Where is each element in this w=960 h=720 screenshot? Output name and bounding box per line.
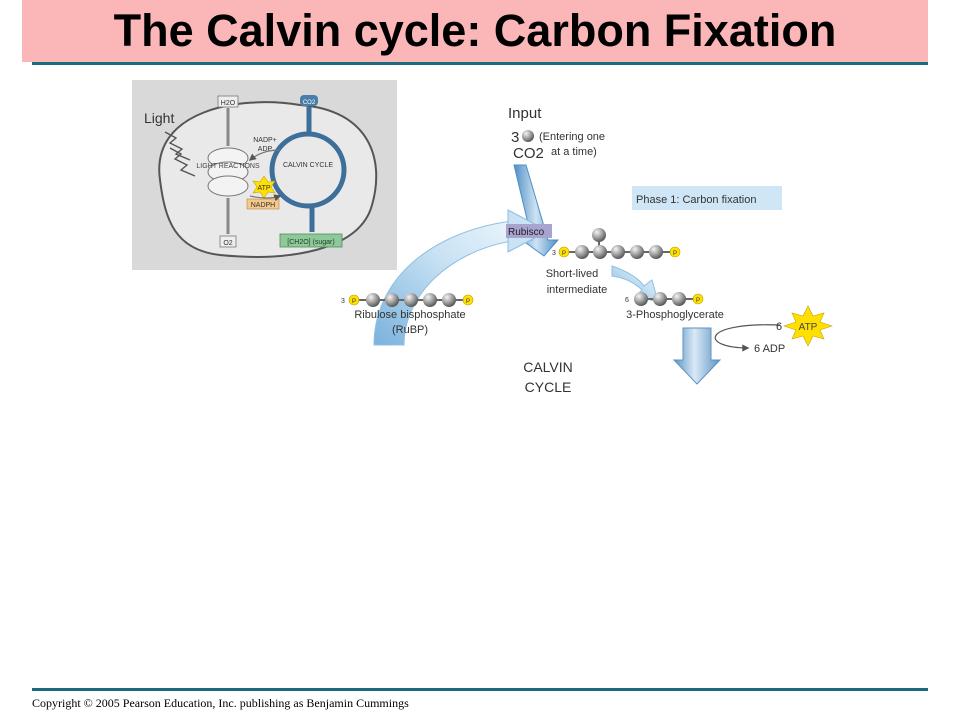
phosphate-label: P — [352, 299, 356, 305]
carbon-ball — [442, 293, 456, 307]
rubisco-label: Rubisco — [508, 227, 545, 238]
phosphate — [558, 246, 570, 258]
carbon-ball — [611, 245, 625, 259]
atp-label: ATP — [799, 322, 818, 333]
phosphate-label: P — [466, 299, 470, 305]
input-note-line1: (Entering one — [539, 131, 605, 143]
phosphate — [348, 294, 360, 306]
light-ray-1 — [164, 131, 191, 161]
inset-nadph: NADPH — [251, 202, 276, 209]
footer-rule — [32, 688, 928, 691]
intermediate-label-line1: Short-lived — [546, 268, 599, 280]
phase-label: Phase 1: Carbon fixation — [636, 194, 756, 206]
nadp-adp-arrow — [248, 149, 281, 161]
inset-h2o: H2O — [221, 100, 236, 107]
phosphate-label: P — [673, 251, 677, 257]
pga-label: 3-Phosphoglycerate — [626, 309, 724, 321]
thylakoid-disc — [207, 175, 249, 197]
inset-calvin-label: CALVIN CYCLE — [283, 162, 333, 169]
phase-label-box — [632, 186, 782, 210]
carbon-ball — [404, 293, 418, 307]
inset-light-label: Light — [144, 110, 174, 126]
co2-carbon-ball — [522, 130, 534, 142]
atp-adp-curve — [714, 324, 781, 352]
pga-count: 6 — [625, 297, 629, 304]
light-ray-2 — [169, 147, 196, 177]
slide-title: The Calvin cycle: Carbon Fixation — [22, 0, 928, 62]
carbon-ball — [634, 292, 648, 306]
inset-nadp: NADP+ — [253, 137, 277, 144]
carbon-ball — [366, 293, 380, 307]
input-note-line2: at a time) — [551, 146, 597, 158]
sugar-box — [279, 233, 343, 248]
h2o-box — [217, 95, 239, 108]
carbon-ball — [592, 228, 606, 242]
carbon-ball — [575, 245, 589, 259]
atp-count: 6 — [776, 321, 782, 333]
phosphate — [669, 246, 681, 258]
phosphate-label: P — [562, 251, 566, 257]
inset-sugar: [CH2O] (sugar) — [287, 239, 334, 246]
rubp-label-line2: (RuBP) — [392, 324, 428, 336]
inset-o2: O2 — [223, 240, 232, 247]
cycle-label-line1: CALVIN — [523, 359, 573, 375]
input-molecule: CO2 — [513, 145, 544, 162]
o2-box — [219, 235, 237, 248]
carbon-ball — [630, 245, 644, 259]
nadph-box — [246, 198, 280, 210]
carbon-ball — [423, 293, 437, 307]
atp-nadph-arrow — [249, 194, 282, 202]
rubp-label-line1: Ribulose bisphosphate — [354, 309, 465, 321]
phosphate — [692, 293, 704, 305]
copyright-notice: Copyright © 2005 Pearson Education, Inc.… — [32, 696, 409, 710]
chloroplast-inset: Light LIGHT REACTIONS H2O O2 CALVIN CYCL… — [132, 80, 397, 270]
down-arrow — [672, 327, 722, 385]
intermediate-molecule: 3 P P Short-lived intermediate — [546, 228, 681, 296]
light-reactions-label: LIGHT REACTIONS — [196, 163, 260, 170]
inset-adp: ADP — [258, 146, 273, 153]
atp-star — [783, 305, 833, 347]
inset-atp: ATP — [257, 185, 270, 192]
pga-molecule: 6 P 3-Phosphoglycerate — [625, 292, 724, 321]
title-underline — [32, 62, 928, 65]
carbon-ball — [385, 293, 399, 307]
rubisco-box — [506, 224, 552, 238]
cycle-label-line2: CYCLE — [525, 379, 572, 395]
adp-label: 6 ADP — [754, 343, 785, 355]
inset-co2: CO2 — [303, 100, 316, 106]
rubp-count: 3 — [341, 298, 345, 305]
input-heading: Input — [508, 105, 542, 122]
carbon-ball — [593, 245, 607, 259]
input-count: 3 — [511, 129, 519, 146]
phosphate — [462, 294, 474, 306]
carbon-ball — [649, 245, 663, 259]
intermediate-label-line2: intermediate — [547, 284, 608, 296]
intermediate-count: 3 — [552, 250, 556, 257]
carbon-ball — [653, 292, 667, 306]
rubp-molecule: 3 P P Ribulose bisphosphate (RuBP) — [341, 293, 474, 336]
phosphate-label: P — [696, 298, 700, 304]
co2-box — [300, 95, 318, 106]
carbon-ball — [672, 292, 686, 306]
